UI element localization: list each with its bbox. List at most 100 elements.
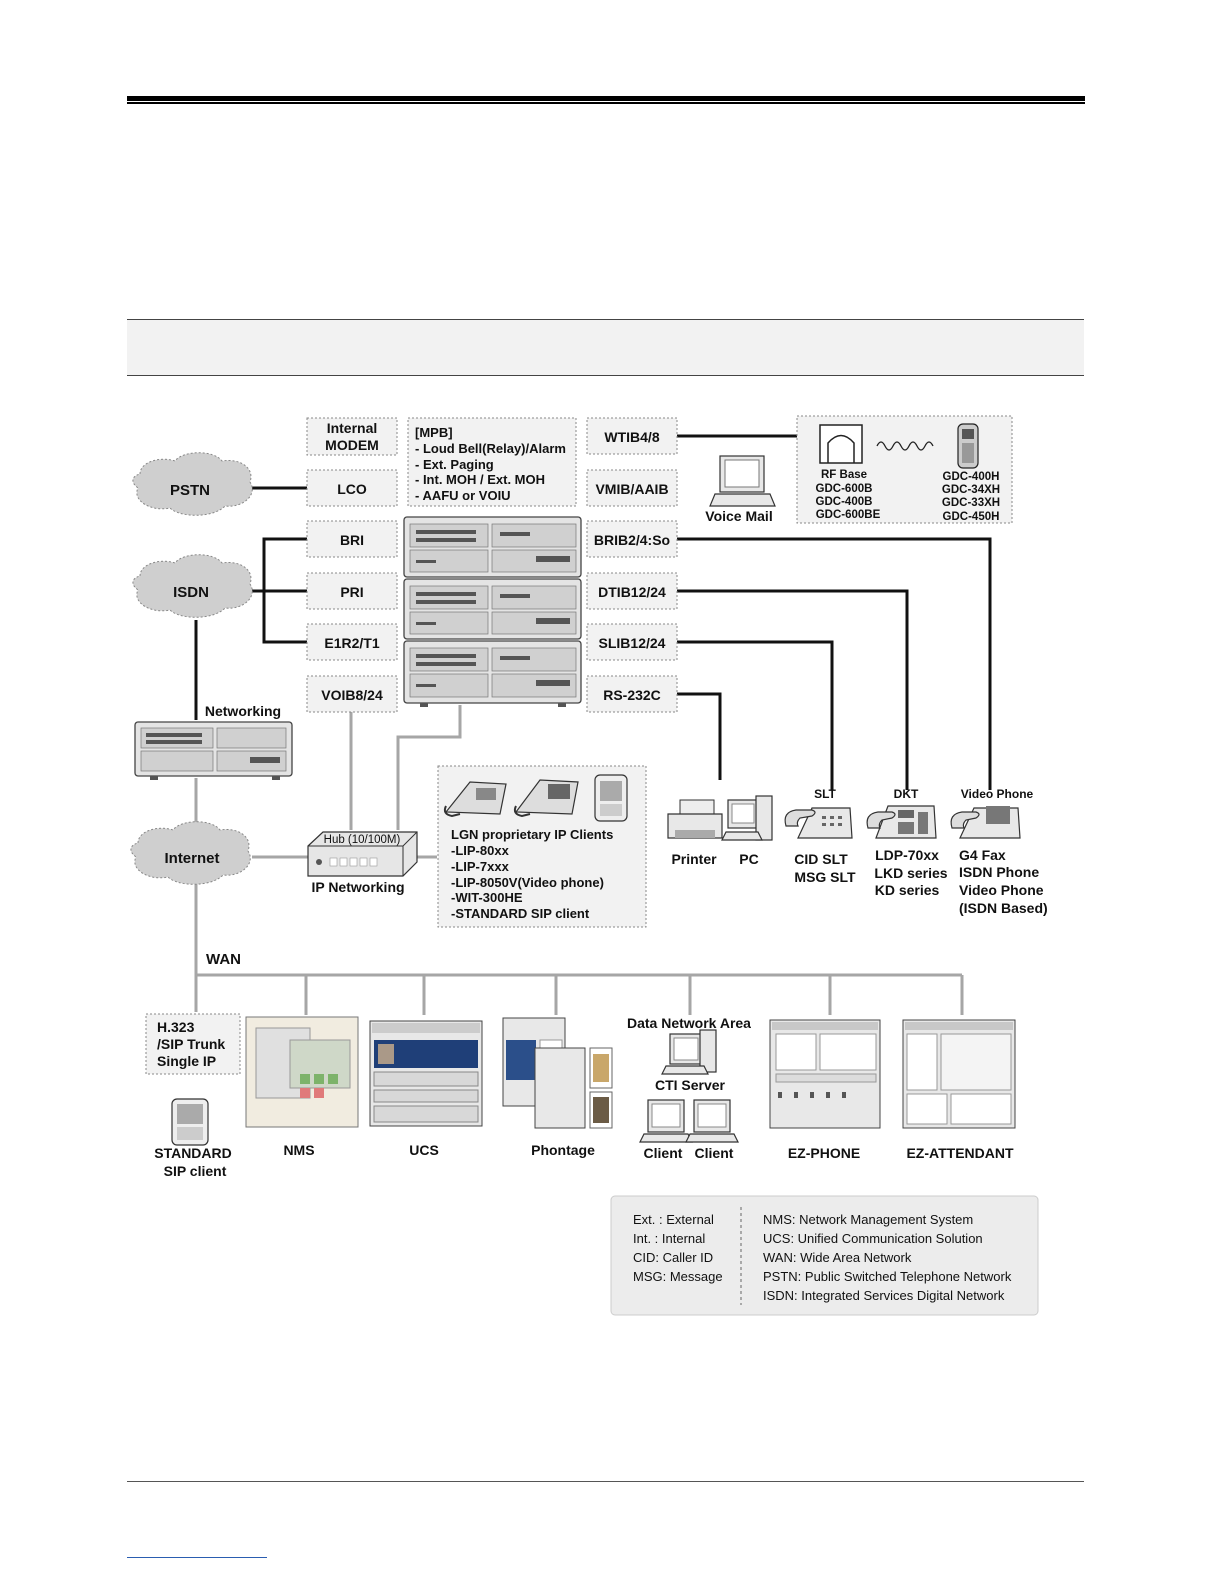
rf-base-icon — [819, 424, 863, 464]
dkt-phone-icon — [866, 805, 937, 839]
ip-networking-label: IP Networking — [311, 879, 404, 895]
svg-text:- Ext. Paging: - Ext. Paging — [415, 457, 494, 472]
svg-text:-LIP-8050V(Video phone): -LIP-8050V(Video phone) — [451, 875, 604, 890]
networking-cabinet: Networking — [134, 703, 293, 780]
ip-clients-box: LGN proprietary IP Clients -LIP-80xx -LI… — [437, 765, 647, 928]
svg-text:[MPB]: [MPB] — [415, 425, 453, 440]
mpb-box: [MPB] - Loud Bell(Relay)/Alarm - Ext. Pa… — [407, 417, 577, 507]
ez-phone-label: EZ-PHONE — [788, 1145, 860, 1161]
sip-client-device: STANDARD SIP client — [154, 1098, 232, 1179]
svg-text:-WIT-300HE: -WIT-300HE — [451, 890, 523, 905]
svg-text:- AAFU or VOIU: - AAFU or VOIU — [415, 488, 511, 503]
svg-text:Ext. : External: Ext. : External — [633, 1212, 714, 1227]
svg-text:BRIB2/4:So: BRIB2/4:So — [594, 532, 670, 548]
svg-text:- Int. MOH / Ext. MOH: - Int. MOH / Ext. MOH — [415, 472, 545, 487]
svg-text:G4 Fax: G4 Fax — [959, 847, 1006, 863]
vmib-box: VMIB/AAIB — [586, 469, 678, 507]
svg-text:MSG: Message: MSG: Message — [633, 1269, 723, 1284]
wtib-box: WTIB4/8 — [586, 417, 678, 455]
bri-box: BRI — [306, 520, 398, 558]
svg-text:GDC-400H: GDC-400H — [943, 471, 1000, 483]
e1r2-box: E1R2/T1 — [306, 623, 398, 661]
footer-link-underline[interactable] — [127, 1557, 267, 1558]
svg-text:LKD series: LKD series — [874, 865, 947, 881]
svg-text:VOIB8/24: VOIB8/24 — [321, 687, 383, 703]
phontage-application: Phontage — [502, 1017, 613, 1158]
client-label-2: Client — [695, 1145, 734, 1161]
video-phone-title: Video Phone — [961, 787, 1034, 801]
printer-icon: Printer — [667, 799, 723, 867]
internal-modem-box: Internal MODEM — [306, 417, 398, 456]
svg-text:Networking: Networking — [205, 703, 281, 719]
hub-label: Hub (10/100M) — [324, 834, 401, 846]
dkt-title: DKT — [894, 787, 919, 801]
cti-server-icon — [661, 1029, 717, 1075]
black-wires — [194, 434, 992, 790]
isdn-cloud: ISDN — [132, 554, 253, 618]
slt-title: SLT — [814, 787, 836, 801]
svg-text:LGN proprietary IP Clients: LGN proprietary IP Clients — [451, 827, 613, 842]
printer-label: Printer — [671, 851, 717, 867]
svg-text:/SIP Trunk: /SIP Trunk — [157, 1036, 225, 1052]
pri-box: PRI — [306, 572, 398, 610]
svg-text:UCS: Unified Communication Sol: UCS: Unified Communication Solution — [763, 1231, 983, 1246]
svg-text:MODEM: MODEM — [325, 437, 379, 453]
svg-text:Single IP: Single IP — [157, 1053, 216, 1069]
svg-text:SIP client: SIP client — [164, 1163, 227, 1179]
svg-text:MSG SLT: MSG SLT — [794, 869, 856, 885]
data-network-area: Data Network Area CTI Server Client Clie… — [627, 1015, 751, 1161]
voib-box: VOIB8/24 — [306, 675, 398, 713]
svg-text:VMIB/AAIB: VMIB/AAIB — [595, 481, 668, 497]
svg-text:(ISDN Based): (ISDN Based) — [959, 900, 1048, 916]
svg-text:WAN: Wide Area Network: WAN: Wide Area Network — [763, 1250, 912, 1265]
svg-text:Video Phone: Video Phone — [959, 882, 1044, 898]
main-system-cabinet — [403, 516, 582, 707]
dtib-box: DTIB12/24 — [586, 572, 678, 610]
ip-phone-icon — [443, 781, 507, 818]
internet-label: Internet — [164, 850, 219, 867]
isdn-label: ISDN — [173, 584, 209, 601]
svg-text:WTIB4/8: WTIB4/8 — [604, 429, 659, 445]
svg-text:DTIB12/24: DTIB12/24 — [598, 584, 666, 600]
client-label-1: Client — [644, 1145, 683, 1161]
svg-text:GDC-33XH: GDC-33XH — [942, 497, 1000, 509]
svg-text:GDC-34XH: GDC-34XH — [942, 484, 1000, 496]
phontage-label: Phontage — [531, 1142, 595, 1158]
video-phone-group: Video Phone G4 Fax ISDN Phone Video Phon… — [950, 787, 1048, 916]
video-phone-icon — [950, 806, 1021, 839]
ez-phone-application: EZ-PHONE — [769, 1019, 881, 1161]
svg-text:ISDN Phone: ISDN Phone — [959, 864, 1039, 880]
footer-rule — [127, 1481, 1084, 1482]
svg-text:CID SLT: CID SLT — [794, 851, 848, 867]
voice-mail-label: Voice Mail — [705, 508, 772, 524]
svg-text:GDC-450H: GDC-450H — [943, 511, 1000, 523]
glossary-box: Ext. : External Int. : Internal CID: Cal… — [610, 1195, 1039, 1316]
svg-text:KD series: KD series — [875, 882, 940, 898]
internet-cloud: Internet — [130, 821, 251, 885]
data-network-label: Data Network Area — [627, 1015, 751, 1031]
radio-wave-icon — [876, 441, 934, 451]
dkt-group: DKT LDP-70xx LKD series KD series — [866, 787, 948, 898]
slt-phone-icon — [784, 807, 853, 839]
svg-text:- Loud Bell(Relay)/Alarm: - Loud Bell(Relay)/Alarm — [415, 441, 566, 456]
client-computer-icon-2 — [685, 1099, 739, 1143]
slib-box: SLIB12/24 — [586, 623, 678, 661]
svg-text:-STANDARD SIP client: -STANDARD SIP client — [451, 906, 590, 921]
cti-server-label: CTI Server — [655, 1077, 726, 1093]
svg-text:H.323: H.323 — [157, 1019, 195, 1035]
pc-icon: PC — [721, 795, 773, 867]
ucs-label: UCS — [409, 1142, 439, 1158]
svg-text:RS-232C: RS-232C — [603, 687, 661, 703]
slt-group: SLT CID SLT MSG SLT — [784, 787, 856, 885]
sip-handset-icon — [171, 1098, 209, 1146]
rf-wireless-box: RF Base GDC-600B GDC-400B GDC-600BE GDC-… — [796, 415, 1013, 524]
svg-text:GDC-600BE: GDC-600BE — [816, 509, 881, 521]
brib-box: BRIB2/4:So — [586, 520, 678, 558]
nms-application: NMS — [245, 1016, 359, 1158]
gray-wires — [194, 705, 964, 1015]
pstn-label: PSTN — [170, 482, 210, 499]
svg-text:LDP-70xx: LDP-70xx — [875, 847, 939, 863]
nms-label: NMS — [283, 1142, 314, 1158]
svg-text:CID: Caller ID: CID: Caller ID — [633, 1250, 713, 1265]
